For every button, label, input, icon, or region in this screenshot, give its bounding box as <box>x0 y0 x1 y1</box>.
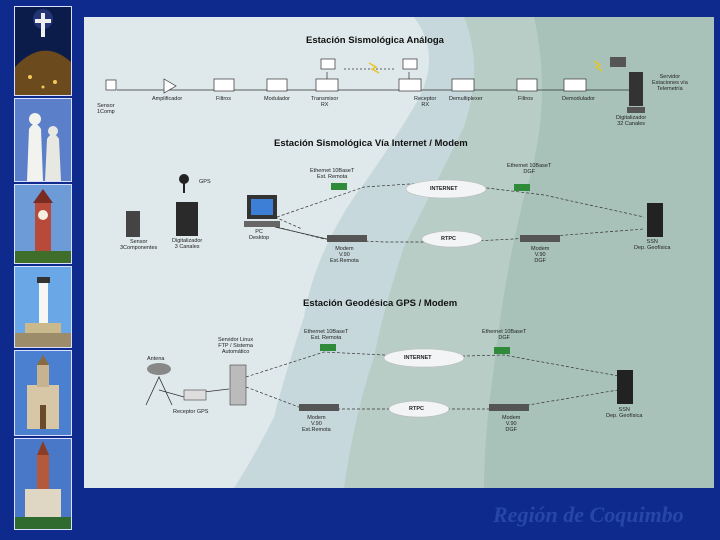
ssn-server-icon <box>617 370 633 404</box>
server-tower-icon <box>629 72 643 106</box>
label-amplificador: Amplificador <box>152 96 182 102</box>
label-ssn: SSN Dep. Geofísica <box>634 239 670 251</box>
label-demodulador: Demodulador <box>562 96 595 102</box>
ssn-server-icon <box>647 203 663 237</box>
label-sensor: Sensor 1Comp <box>97 103 115 115</box>
ethernet-remote-icon <box>320 344 336 351</box>
label-digitalizador: Digitalizador 32 Canales <box>616 115 646 127</box>
label-modem-remote-gps: Modem V.90 Est.Remota <box>302 415 331 433</box>
label-ethernet-remote: Ethernet 10BaseT Est. Remota <box>310 168 354 180</box>
label-rtpc-cloud-gps: RTPC <box>409 406 424 412</box>
radio-link-icon <box>594 61 602 71</box>
photo-hill-cross <box>14 6 72 96</box>
ethernet-remote-icon <box>331 183 347 190</box>
label-ssn-gps: SSN Dep. Geofísica <box>606 407 642 419</box>
photo-church <box>14 350 72 436</box>
photo-strip <box>14 6 72 528</box>
label-ethernet-remote-gps: Ethernet 10BaseT Est. Remota <box>304 329 348 341</box>
label-rtpc-cloud: RTPC <box>441 236 456 242</box>
amplifier-icon <box>164 79 176 93</box>
linux-server-icon <box>230 365 246 405</box>
tripod-icon <box>146 377 172 405</box>
antenna-rx-icon <box>403 59 417 69</box>
label-ethernet-dgf: Ethernet 10BaseT DGF <box>507 163 551 175</box>
label-modem-dgf: Modem V.90 DGF <box>531 246 549 264</box>
antenna-tx-icon <box>321 59 335 69</box>
label-receptor: Receptor RX <box>414 96 436 108</box>
label-internet-cloud-gps: INTERNET <box>404 355 432 361</box>
filter-icon <box>214 79 234 91</box>
label-filtros-1: Filtros <box>216 96 231 102</box>
ethernet-dgf-icon <box>494 347 510 354</box>
label-servidor: Servidor Estaciones vía Telemetría <box>652 74 688 92</box>
title-gps: Estación Geodésica GPS / Modem <box>303 298 457 309</box>
label-gps: GPS <box>199 179 211 185</box>
modem-remote-icon <box>327 235 367 242</box>
sensor-3comp-icon <box>126 211 140 237</box>
diagram-panel: Estación Sismológica Análoga <box>84 17 714 488</box>
label-demultiplexer: Demultiplexer <box>449 96 483 102</box>
sensor-1comp-icon <box>106 80 116 90</box>
photo-lighthouse <box>14 266 72 348</box>
digitizer-icon <box>627 107 645 113</box>
gps-antenna-icon <box>179 174 189 184</box>
receiver-icon <box>399 79 421 91</box>
photo-cathedral <box>14 438 72 530</box>
label-pc: PC Desktop <box>249 229 269 241</box>
label-modem-remote: Modem V.90 Est.Remota <box>330 246 359 264</box>
title-internet: Estación Sismológica Vía Internet / Mode… <box>274 138 468 149</box>
label-modem-dgf-gps: Modem V.90 DGF <box>502 415 520 433</box>
modulator-icon <box>267 79 287 91</box>
gps-antenna-dish-icon <box>147 363 171 375</box>
radio-device-icon <box>610 57 626 67</box>
radio-link-icon <box>369 63 379 73</box>
label-digitalizador-3ch: Digitalizador 3 Canales <box>172 238 202 250</box>
digitizer-3ch-icon <box>176 202 198 236</box>
label-servidor-linux: Servidor Linux FTP / Sistema Automático <box>218 337 253 355</box>
ethernet-dgf-icon <box>514 184 530 191</box>
modem-remote-icon <box>299 404 339 411</box>
label-receptor-gps: Receptor GPS <box>173 409 208 415</box>
region-watermark: Región de Coquimbo <box>493 502 684 528</box>
label-internet-cloud: INTERNET <box>430 186 458 192</box>
transmitter-icon <box>316 79 338 91</box>
photo-statues <box>14 98 72 182</box>
label-filtros-2: Filtros <box>518 96 533 102</box>
demultiplexer-icon <box>452 79 474 91</box>
filter-icon <box>517 79 537 91</box>
label-sensor-3comp: Sensor 3Componentes <box>120 239 157 251</box>
demodulator-icon <box>564 79 586 91</box>
label-transmisor: Transmisor RX <box>311 96 338 108</box>
label-modulador: Modulador <box>264 96 290 102</box>
label-antena: Antena <box>147 356 164 362</box>
modem-dgf-icon <box>520 235 560 242</box>
photo-clock-tower <box>14 184 72 264</box>
gps-receiver-icon <box>184 390 206 400</box>
label-ethernet-dgf-gps: Ethernet 10BaseT DGF <box>482 329 526 341</box>
modem-dgf-icon <box>489 404 529 411</box>
